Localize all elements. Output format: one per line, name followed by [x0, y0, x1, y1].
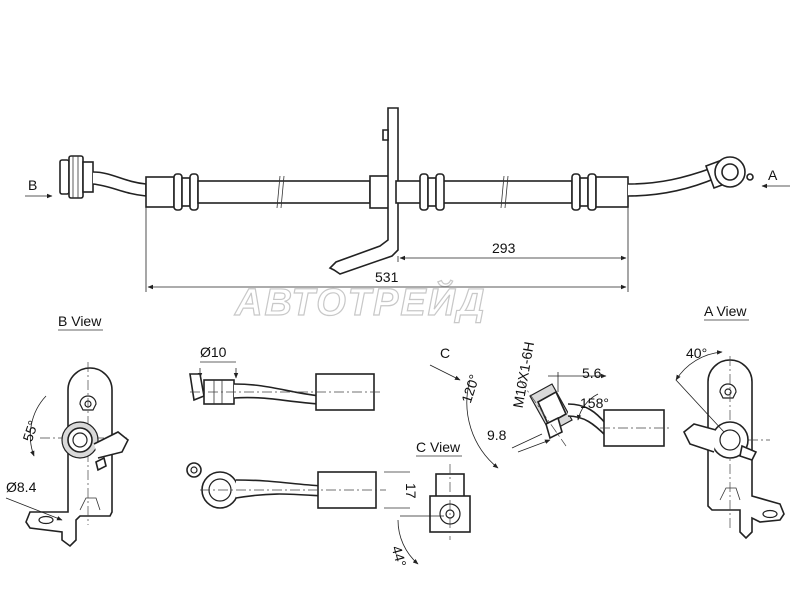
- b-view-title: B View: [58, 313, 102, 329]
- dimension-partial-value: 293: [492, 240, 516, 256]
- a-view-title: A View: [704, 303, 747, 319]
- banjo-fitting: [704, 156, 754, 190]
- b-view-bracket: [25, 367, 113, 548]
- dimension-17-label: 17: [403, 483, 419, 499]
- diameter-8-4-label: Ø8.4: [6, 479, 37, 495]
- dimension-9-8-label: 9.8: [487, 427, 507, 443]
- angle-40-label: 40°: [686, 345, 707, 361]
- right-steel-tube: [627, 166, 718, 197]
- main-hose-assembly: B A 531 293: [25, 107, 790, 292]
- angle-55-label: 55°: [19, 418, 41, 443]
- side-view-lower: 17: [186, 462, 419, 509]
- hose-body-left: [197, 180, 371, 204]
- watermark: АВТОТРЕЙД: [234, 279, 486, 324]
- view-a-label: A: [768, 167, 778, 183]
- b-view: B View 55° Ø8.4: [5, 313, 130, 548]
- view-b-label: B: [28, 177, 37, 193]
- angle-120-label: 120°: [458, 372, 482, 404]
- section-c-label: C: [440, 345, 450, 361]
- left-end-fitting: [59, 155, 94, 199]
- dimension-5-6-label: 5.6: [582, 365, 602, 381]
- c-view: C View 44°: [389, 439, 471, 569]
- a-view: A View 40°: [675, 303, 785, 540]
- right-crimp-ferrule: [571, 173, 629, 211]
- angle-44-label: 44°: [389, 544, 410, 569]
- c-view-title: C View: [416, 439, 461, 455]
- left-steel-tube: [92, 171, 147, 197]
- dimension-overall-value: 531: [375, 269, 399, 285]
- diameter-10-label: Ø10: [200, 344, 227, 360]
- middle-crimp-rings: [419, 173, 445, 211]
- left-crimp-ferrule: [145, 173, 199, 211]
- side-view-upper: Ø10: [189, 344, 380, 411]
- angle-158-label: 158°: [580, 395, 609, 411]
- thread-detail-view: C 120° M10X1-6H 5.6 158° 9.8: [429, 340, 672, 469]
